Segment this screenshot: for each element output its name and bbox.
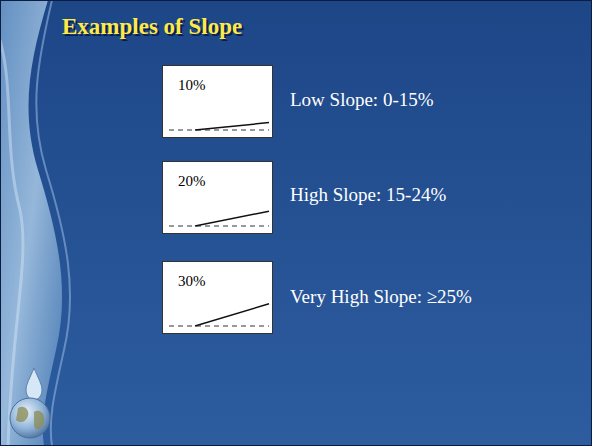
horizontal-reference: [169, 130, 269, 131]
slope-line: [195, 304, 269, 326]
slope-illustration: [163, 262, 274, 335]
percent-label: 10%: [178, 77, 206, 94]
slope-example-box: 30%: [162, 261, 273, 334]
percent-label: 20%: [178, 173, 206, 190]
slide-title: Examples of Slope: [62, 14, 242, 40]
slope-illustration: [163, 162, 274, 235]
percent-label: 30%: [178, 273, 206, 290]
horizontal-reference: [169, 226, 269, 227]
globe-icon: [10, 368, 50, 438]
slope-line: [195, 211, 269, 226]
slope-illustration: [163, 66, 274, 139]
slope-class-label: Very High Slope: ≥25%: [290, 286, 472, 308]
slope-line: [195, 123, 269, 130]
slope-class-label: High Slope: 15-24%: [290, 184, 446, 206]
horizontal-reference: [169, 326, 269, 327]
slope-example-box: 20%: [162, 161, 273, 234]
slope-example-box: 10%: [162, 65, 273, 138]
slope-class-label: Low Slope: 0-15%: [290, 89, 434, 111]
